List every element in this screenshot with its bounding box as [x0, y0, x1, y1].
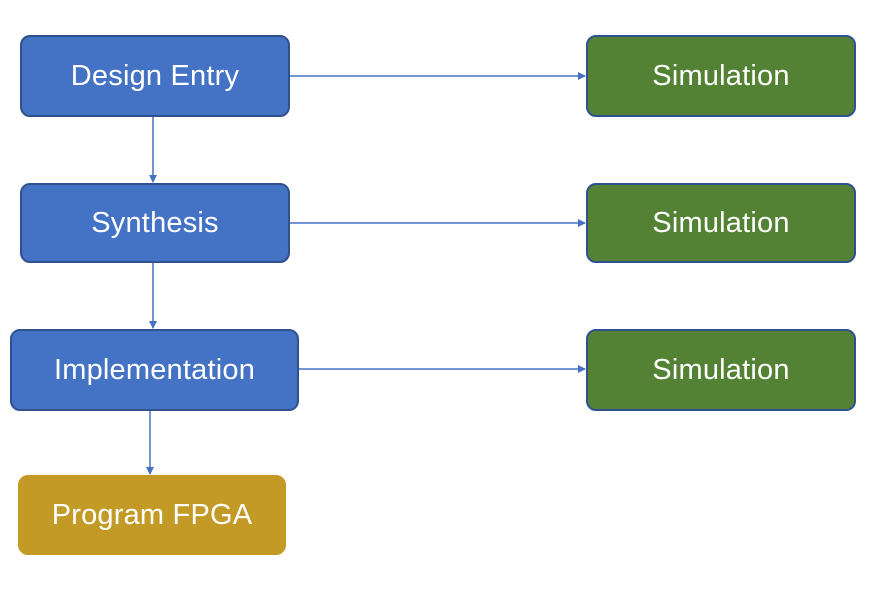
implementation-label: Implementation: [53, 353, 256, 386]
program-fpga-node: Program FPGA: [18, 475, 286, 555]
simulation-label-2: Simulation: [652, 206, 790, 239]
design-entry-label: Design Entry: [70, 59, 240, 92]
simulation-node-1: Simulation: [586, 35, 856, 117]
design-entry-node: Design Entry: [20, 35, 290, 117]
simulation-label-3: Simulation: [652, 353, 790, 386]
simulation-label-1: Simulation: [652, 59, 790, 92]
simulation-node-2: Simulation: [586, 183, 856, 263]
program-fpga-label: Program FPGA: [51, 498, 253, 531]
simulation-node-3: Simulation: [586, 329, 856, 411]
synthesis-node: Synthesis: [20, 183, 290, 263]
implementation-node: Implementation: [10, 329, 299, 411]
synthesis-label: Synthesis: [91, 206, 219, 239]
